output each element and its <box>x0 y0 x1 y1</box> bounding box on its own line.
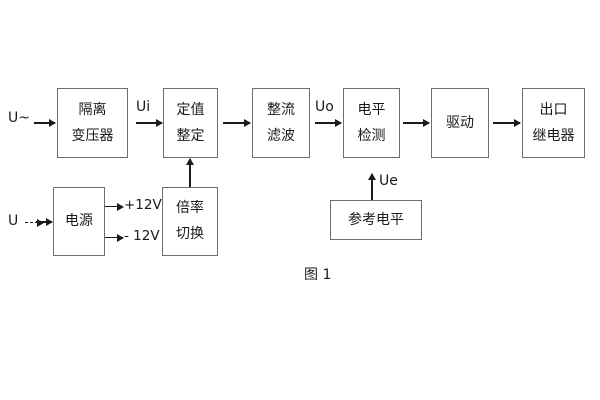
block-multiplier-switch-line2: 切换 <box>176 226 204 242</box>
block-isolation-transformer: 隔离 变压器 <box>57 88 128 158</box>
signal-label-uo: Uo <box>315 99 334 115</box>
block-isolation-transformer-line1: 隔离 <box>78 101 107 118</box>
block-reference-level-line1: 参考电平 <box>348 211 404 228</box>
rail-label-positive: +12V <box>124 197 162 213</box>
arrow-isolation-transformer-to-setting-value <box>136 122 162 124</box>
block-output-relay: 出口 继电器 <box>522 88 585 158</box>
block-setting-value-line1: 定值 <box>176 101 205 118</box>
block-multiplier-switch: 倍率 切换 <box>162 187 218 256</box>
arrow-drive-to-output-relay <box>493 122 520 124</box>
block-level-detection-line2: 检测 <box>357 127 386 144</box>
block-drive: 驱动 <box>431 88 489 158</box>
rail-label-negative: - 12V <box>124 228 160 244</box>
figure-caption: 图 1 <box>304 267 332 283</box>
block-setting-value: 定值 整定 <box>163 88 218 158</box>
arrow-rail-negative <box>105 237 123 239</box>
arrow-input-dc-to-power-supply <box>36 221 52 223</box>
block-power-supply-line1: 电源 <box>65 213 93 230</box>
block-rectify-filter-line1: 整流 <box>267 101 295 118</box>
block-reference-level: 参考电平 <box>330 200 422 240</box>
block-isolation-transformer-line2: 变压器 <box>71 127 114 144</box>
lead-input-dc-dashed <box>25 222 43 223</box>
input-label-ac: U~ <box>8 110 30 126</box>
arrow-level-detection-to-drive <box>403 122 429 124</box>
block-setting-value-line2: 整定 <box>176 127 205 144</box>
arrow-rail-positive <box>105 206 123 208</box>
arrow-multiplier-switch-to-setting-value <box>189 159 191 187</box>
block-level-detection: 电平 检测 <box>343 88 400 158</box>
arrow-input-ac-to-isolation-transformer <box>34 122 55 124</box>
signal-label-ue: Ue <box>379 173 398 189</box>
arrow-setting-value-to-rectify-filter <box>223 122 250 124</box>
arrow-rectify-filter-to-level-detection <box>315 122 341 124</box>
input-label-dc: U <box>8 213 19 229</box>
block-rectify-filter: 整流 滤波 <box>252 88 310 158</box>
arrow-reference-level-to-level-detection <box>371 174 373 200</box>
signal-label-ui: Ui <box>136 99 151 115</box>
block-output-relay-line2: 继电器 <box>532 127 575 144</box>
block-rectify-filter-line2: 滤波 <box>267 127 295 144</box>
block-level-detection-line1: 电平 <box>357 101 386 118</box>
block-output-relay-line1: 出口 <box>539 101 568 118</box>
block-multiplier-switch-line1: 倍率 <box>176 200 204 217</box>
block-power-supply: 电源 <box>53 187 105 256</box>
block-drive-line1: 驱动 <box>446 114 474 131</box>
